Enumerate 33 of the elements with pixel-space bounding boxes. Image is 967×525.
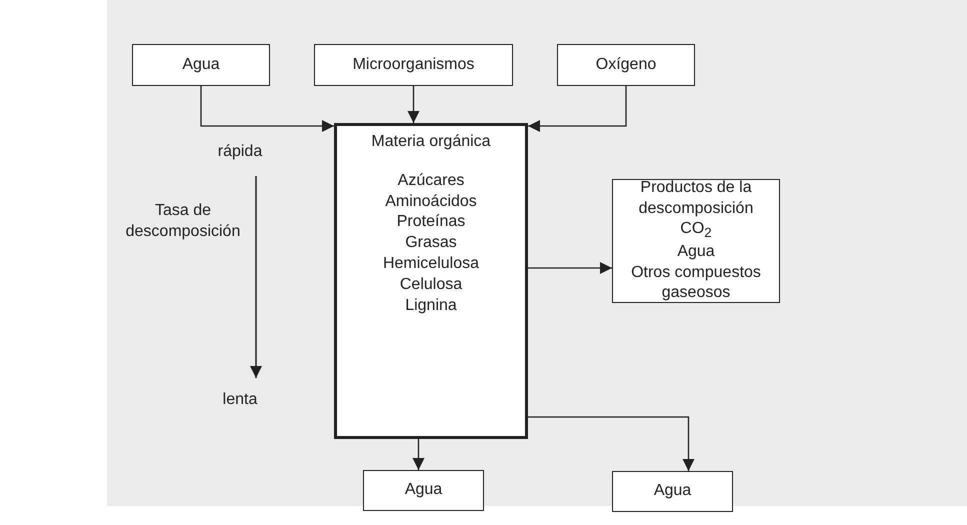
- process-box: [557, 44, 695, 86]
- arrow: [200, 86, 334, 132]
- node-text: Microorganismos: [352, 54, 474, 75]
- axis-label: rápida: [216, 142, 264, 162]
- node-text: Agua: [677, 242, 715, 262]
- central-box: [334, 123, 528, 439]
- node-text: Agua: [182, 54, 220, 75]
- process-box: [612, 179, 780, 303]
- node-text: Hemicelulosa: [382, 254, 480, 274]
- node-text: Agua: [654, 481, 692, 502]
- node-text: Materia orgánica: [371, 132, 491, 152]
- node-text: Agua: [404, 480, 442, 500]
- process-box: [612, 471, 733, 512]
- node-text: Aminoácidos: [385, 192, 477, 212]
- node-text: CO$_{2}$: [680, 219, 712, 242]
- axis-label: Tasa de descomposición: [124, 201, 242, 242]
- node-text: Grasas: [405, 233, 457, 254]
- arrow: [408, 86, 420, 123]
- arrow: [412, 439, 424, 470]
- process-box: [363, 470, 484, 511]
- node-text: Productos de la descomposición: [638, 178, 754, 219]
- node-text: Celulosa: [400, 274, 462, 295]
- arrow: [528, 262, 612, 274]
- process-box: [314, 44, 513, 86]
- node-text: Oxígeno: [596, 54, 656, 75]
- arrow: [528, 86, 627, 132]
- node-text: Lignina: [405, 296, 457, 316]
- axis-label: lenta: [222, 390, 258, 410]
- process-box: [132, 44, 270, 86]
- node-text: Otros compuestos gaseosos: [630, 262, 762, 304]
- arrow: [528, 416, 694, 471]
- node-text: Proteínas: [396, 212, 466, 232]
- node-text: Azúcares: [398, 170, 464, 191]
